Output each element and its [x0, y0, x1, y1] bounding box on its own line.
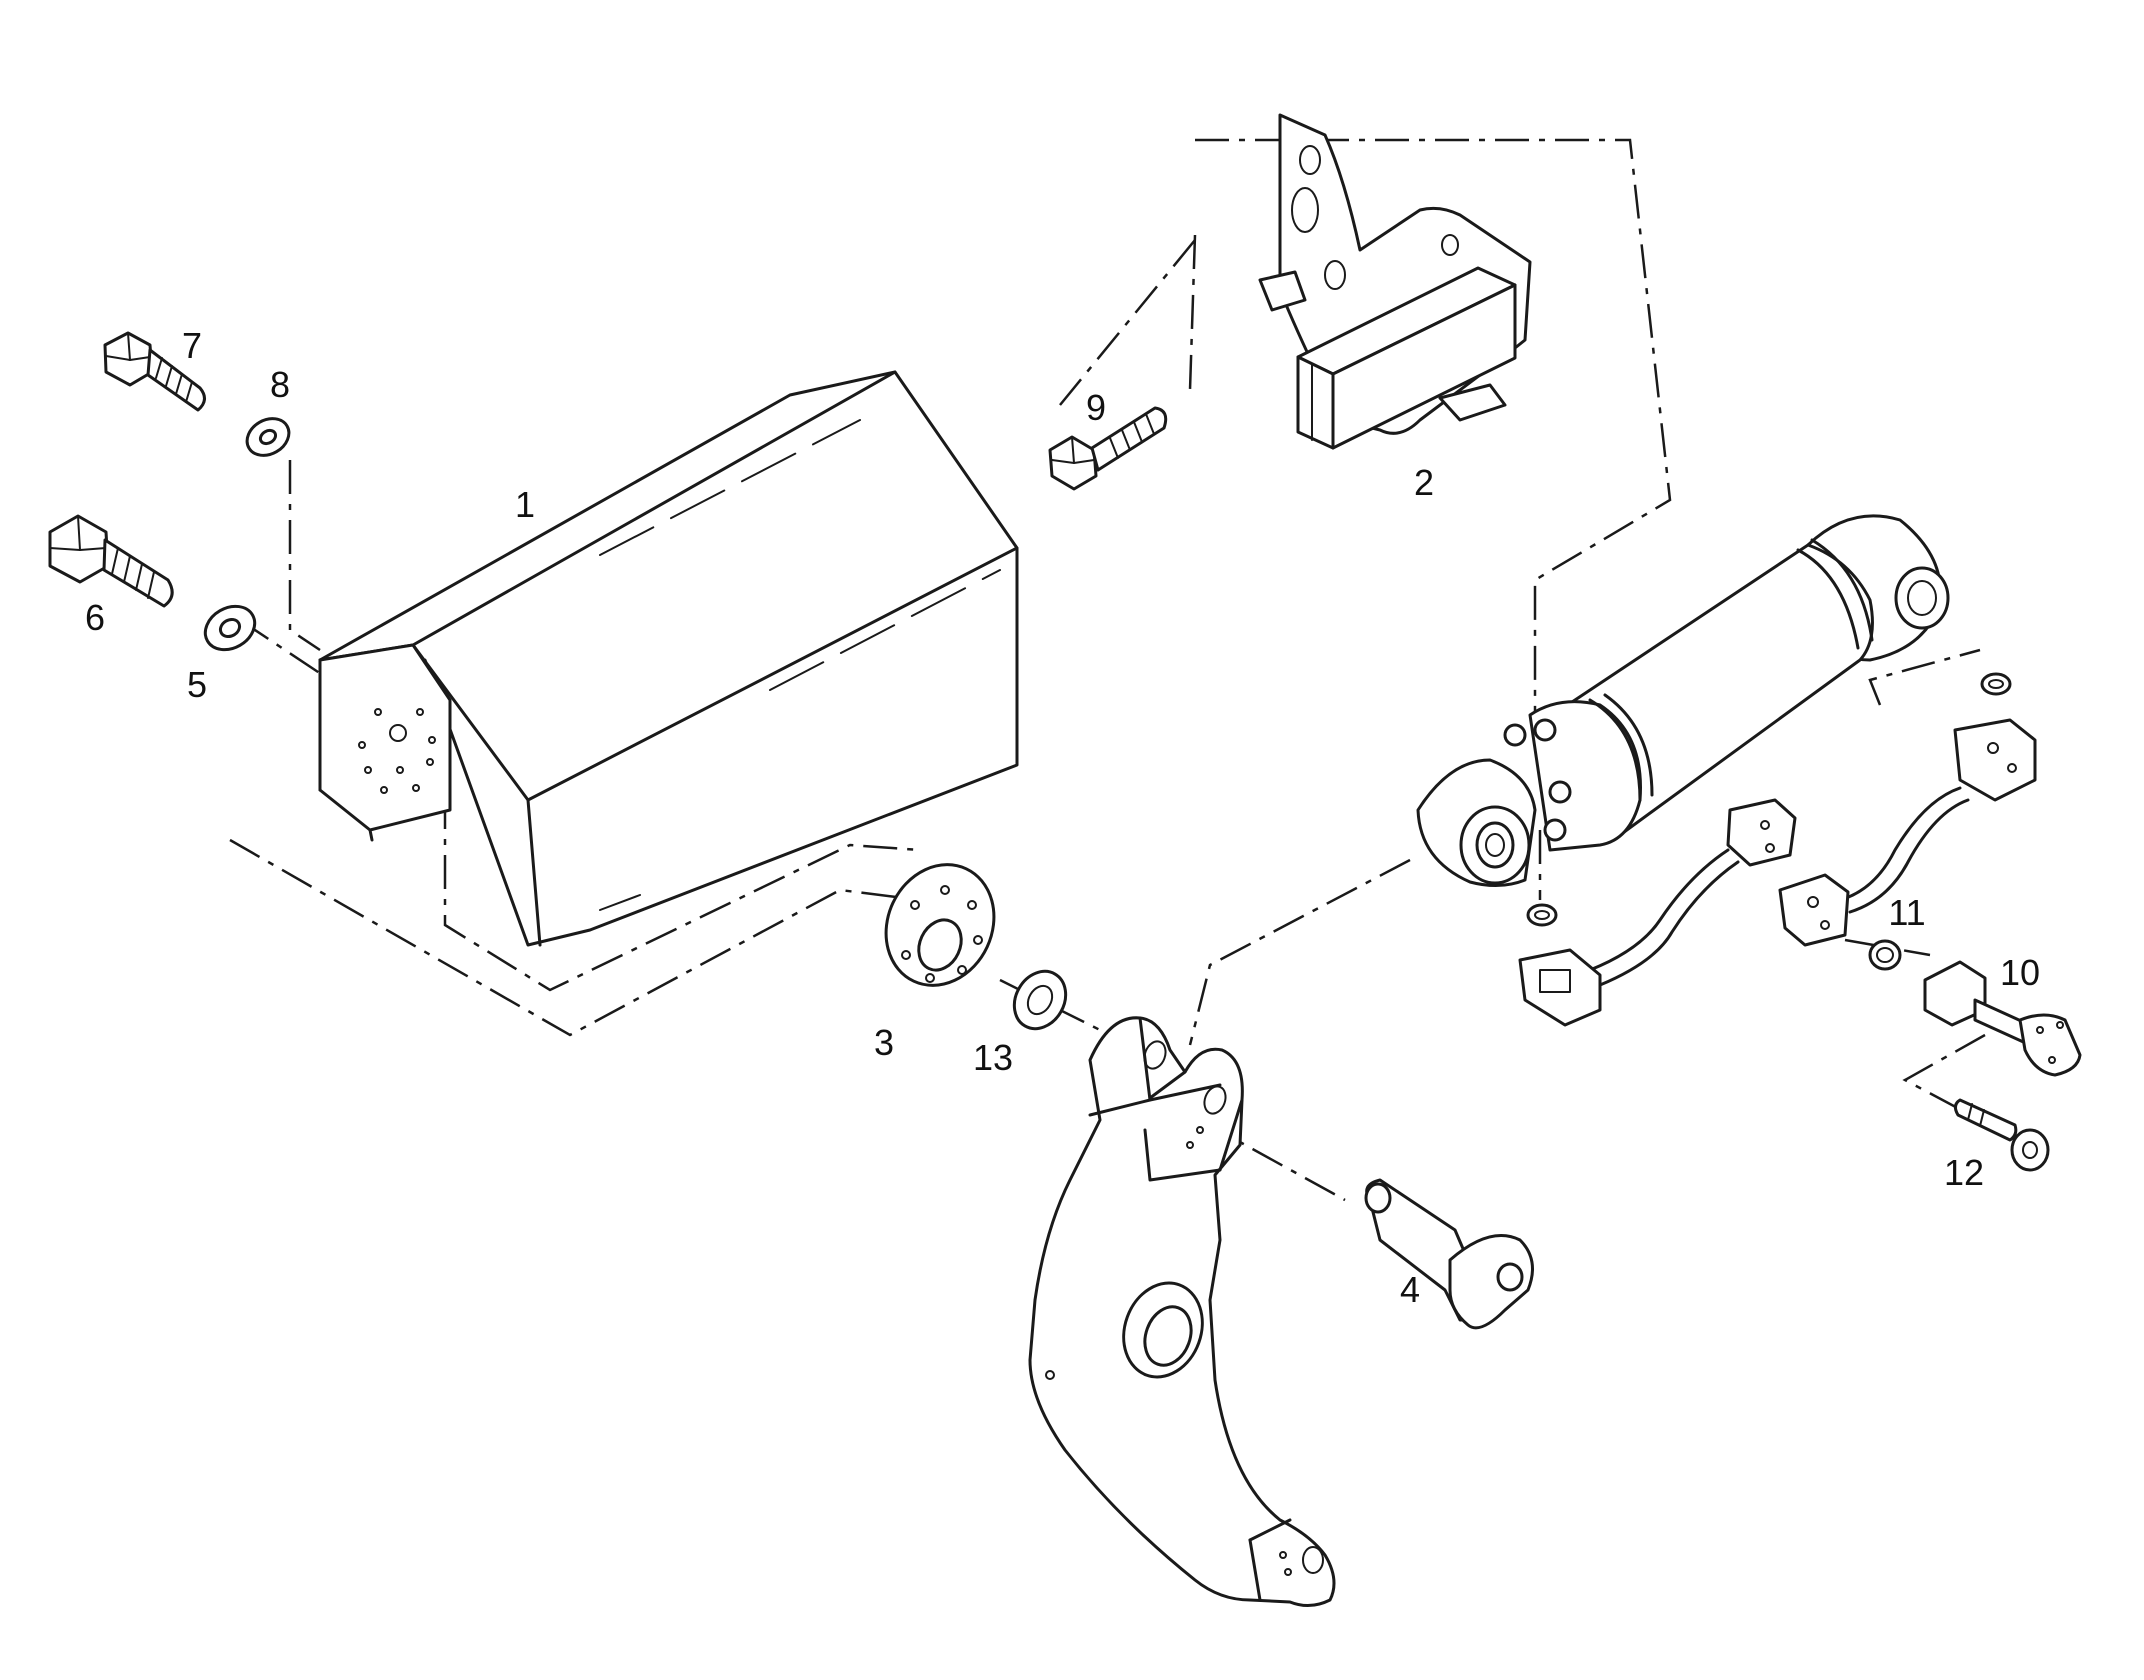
o-ring-11: [1868, 939, 1902, 971]
callout-12: 12: [1944, 1152, 1984, 1193]
callout-5: 5: [187, 664, 207, 705]
callout-13: 13: [973, 1037, 1013, 1078]
callout-3: 3: [874, 1022, 894, 1063]
lever-arm: [1028, 1016, 1336, 1607]
flange-plate-3: [884, 863, 996, 987]
washer-8: [245, 417, 291, 457]
callout-11: 11: [1888, 892, 1925, 933]
bushing-13: [1012, 969, 1068, 1031]
callout-10: 10: [2000, 952, 2040, 993]
washer-5: [203, 604, 257, 652]
cover-1: [318, 370, 1019, 947]
mounting-bracket-2: [1258, 113, 1532, 450]
hydraulic-tube-long: [1778, 718, 2037, 947]
o-ring-top: [1980, 672, 2012, 696]
callout-6: 6: [85, 597, 105, 638]
callout-4: 4: [1400, 1269, 1420, 1310]
screw-12: [1953, 1098, 2050, 1172]
bolt-9: [1048, 406, 1168, 491]
callout-8: 8: [270, 364, 290, 405]
pin-4: [1364, 1178, 1534, 1330]
adapter-10: [1923, 960, 2082, 1077]
hydraulic-tube-short: [1518, 798, 1797, 1027]
hydraulic-cylinder: [1416, 514, 1950, 887]
bolt-6: [48, 514, 174, 608]
callout-7: 7: [182, 325, 202, 366]
callout-labels: 1 2 3 4 5 6 7 8 9 10 11 12 13: [85, 325, 2040, 1310]
callout-1: 1: [515, 484, 535, 525]
bolt-7: [103, 331, 206, 412]
callout-9: 9: [1086, 387, 1106, 428]
leader-lines: [229, 138, 1986, 1202]
o-ring-bottom: [1526, 903, 1558, 927]
callout-2: 2: [1414, 462, 1434, 503]
